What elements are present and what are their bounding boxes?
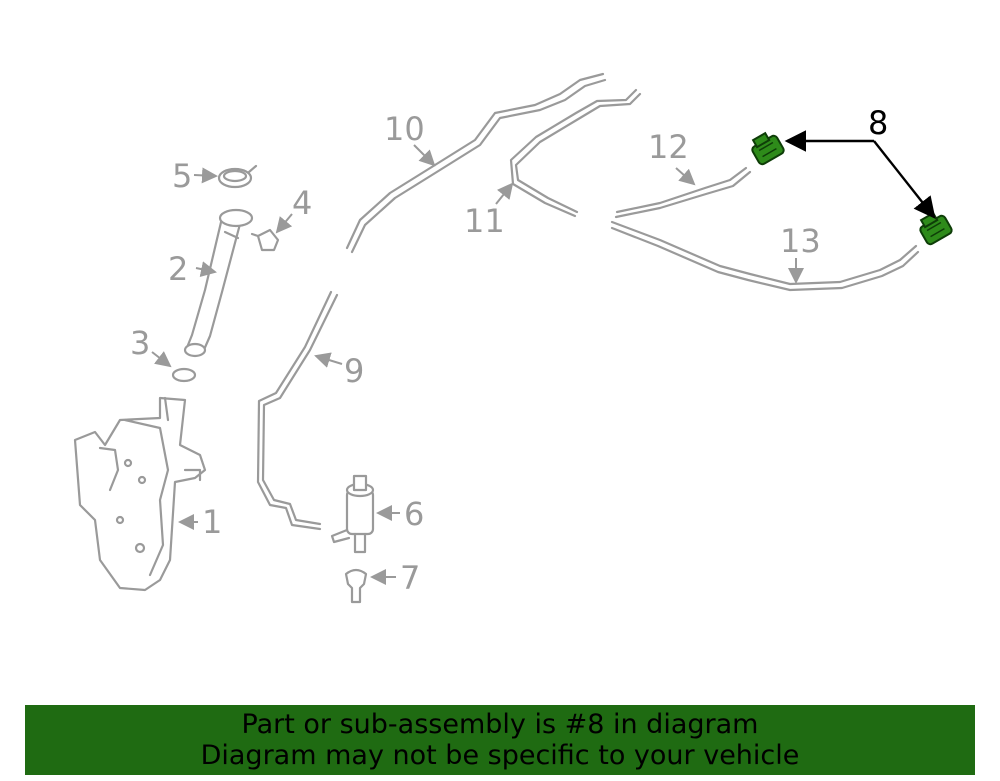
parts-diagram: 1 2 3 4 5 [73, 72, 953, 604]
svg-text:3: 3 [130, 324, 150, 362]
callout-9: 9 [314, 352, 364, 390]
callout-6: 6 [376, 495, 424, 533]
callout-12: 12 [648, 128, 696, 186]
svg-text:10: 10 [384, 110, 425, 148]
svg-text:2: 2 [168, 250, 188, 288]
svg-text:12: 12 [648, 128, 689, 166]
hose-13 [610, 220, 920, 292]
callout-3: 3 [130, 324, 172, 368]
callout-10: 10 [384, 110, 436, 167]
washer-nozzle-highlighted [751, 131, 953, 246]
svg-text:1: 1 [202, 503, 222, 541]
svg-text:11: 11 [464, 202, 505, 240]
washer-pump [330, 474, 375, 554]
washer-reservoir [73, 396, 207, 592]
callout-11: 11 [464, 182, 514, 240]
info-banner: Part or sub-assembly is #8 in diagram Di… [25, 705, 975, 775]
callout-8: 8 [784, 104, 936, 219]
hose-12 [614, 166, 752, 219]
svg-text:5: 5 [172, 157, 192, 195]
callout-2: 2 [168, 250, 217, 288]
callout-7: 7 [370, 559, 420, 597]
callout-1: 1 [178, 503, 222, 541]
filler-neck [183, 208, 254, 358]
callout-13: 13 [780, 222, 821, 284]
grommet [344, 568, 368, 604]
hose-10 [345, 72, 607, 254]
hose-9 [256, 290, 339, 531]
filler-cap [217, 164, 258, 189]
svg-text:4: 4 [292, 184, 312, 222]
svg-text:7: 7 [400, 559, 420, 597]
hose-11 [509, 88, 642, 218]
banner-line-1: Part or sub-assembly is #8 in diagram [241, 709, 759, 740]
clip [250, 228, 280, 252]
svg-text:13: 13 [780, 222, 821, 260]
banner-line-2: Diagram may not be specific to your vehi… [200, 740, 800, 771]
callout-5: 5 [172, 157, 218, 195]
svg-text:9: 9 [344, 352, 364, 390]
callout-4: 4 [275, 184, 312, 234]
svg-text:8: 8 [868, 104, 888, 142]
svg-text:6: 6 [404, 495, 424, 533]
seal-ring [171, 367, 197, 383]
